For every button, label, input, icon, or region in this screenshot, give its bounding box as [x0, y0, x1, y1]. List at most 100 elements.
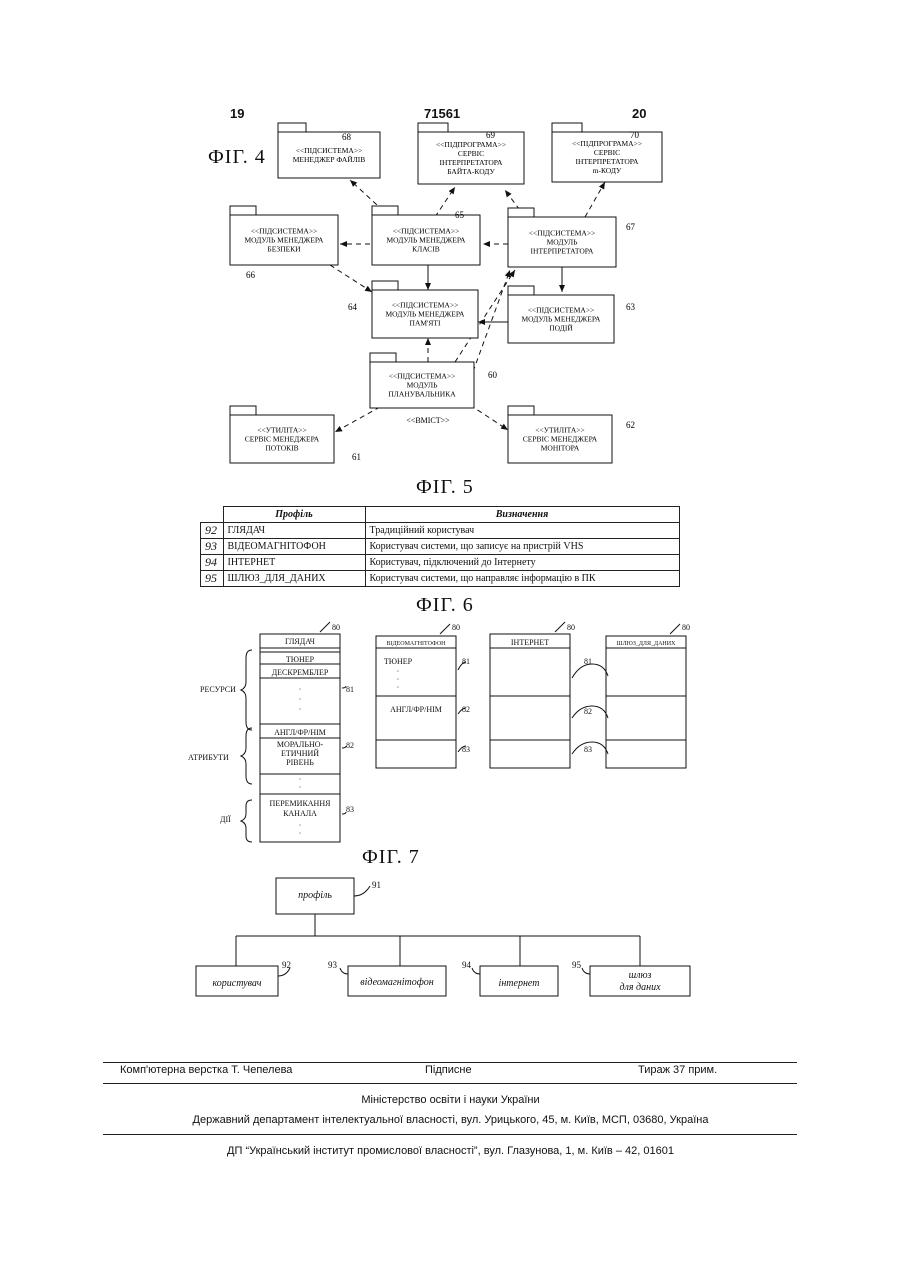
ref-83: 83 — [584, 745, 592, 754]
card1-res1: ТЮНЕР — [286, 655, 315, 664]
package-label-line: МОДУЛЬ МЕНЕДЖЕРА — [245, 236, 325, 245]
child-ref-93: 93 — [328, 960, 338, 970]
package-ref-number: 66 — [246, 270, 256, 280]
footer-rule-bottom — [103, 1134, 797, 1135]
ref-82: 82 — [584, 707, 592, 716]
ref-81: 81 — [462, 657, 470, 666]
package-label-line: СЕРВІС — [458, 149, 484, 158]
child-ref-94: 94 — [462, 960, 472, 970]
package-label-line: МОДУЛЬ — [547, 238, 578, 247]
package-tab — [552, 123, 582, 132]
fig4-diagram: <<ПІДСИСТЕМА>>МЕНЕДЖЕР ФАЙЛІВ68 <<ПІДПРОГ… — [0, 0, 901, 480]
card1-act1: ПЕРЕМИКАННЯ — [270, 799, 332, 808]
package-tab — [372, 206, 398, 215]
svg-text:·: · — [299, 685, 302, 694]
package-label-line: <<ПІДПРОГРАМА>> — [436, 140, 506, 149]
footer-department: Державний департамент інтелектуальної вл… — [0, 1114, 901, 1126]
svg-text:·: · — [397, 683, 400, 692]
fig6-diagram: РЕСУРСИ АТРИБУТИ ДІЇ ГЛЯДАЧ ТЮНЕР ДЕСКРЕ… — [180, 618, 720, 850]
fig4-package-70: <<ПІДПРОГРАМА>>СЕРВІСІНТЕРПРЕТАТОРАm-КОД… — [552, 123, 662, 182]
definition-header: Визначення — [365, 507, 679, 523]
card1-res2: ДЕСКРЕМБЛЕР — [272, 668, 329, 677]
row-definition: Користувач системи, що направляє інформа… — [365, 571, 679, 587]
card3-head: ІНТЕРНЕТ — [511, 638, 549, 647]
svg-text:·: · — [299, 705, 302, 714]
fig4-edge-label: <<ВМІСТ>> — [406, 416, 450, 425]
package-label-line: ІНТЕРПРЕТАТОРА — [440, 158, 503, 167]
package-label-line: СЕРВІС МЕНЕДЖЕРА — [245, 435, 320, 444]
package-label-line: <<ПІДСИСТЕМА>> — [389, 372, 456, 381]
fig4-package-64: <<ПІДСИСТЕМА>>МОДУЛЬ МЕНЕДЖЕРАПАМ'ЯТІ64 — [348, 281, 478, 338]
card2-res1: ТЮНЕР — [384, 657, 413, 666]
package-label-line: <<ПІДСИСТЕМА>> — [392, 301, 459, 310]
package-tab — [508, 286, 534, 295]
package-ref-number: 62 — [626, 420, 635, 430]
side-label-attributes: АТРИБУТИ — [188, 753, 229, 762]
child-label-vcr: відеомагнітофон — [360, 977, 433, 988]
ref-81: 81 — [584, 657, 592, 666]
package-tab — [230, 206, 256, 215]
child-label-gateway-2: для даних — [619, 982, 661, 993]
fig4-package-62: <<УТИЛІТА>>СЕРВІС МЕНЕДЖЕРАМОНІТОРА62 — [508, 406, 635, 463]
package-label-line: <<ПІДСИСТЕМА>> — [528, 306, 595, 315]
row-ref-number: 93 — [201, 539, 224, 555]
package-ref-number: 69 — [486, 130, 496, 140]
ref-83: 83 — [462, 745, 470, 754]
package-ref-number: 65 — [455, 210, 465, 220]
table-header-row: Профіль Визначення — [201, 507, 680, 523]
fig5-profile-table: Профіль Визначення 92 ГЛЯДАЧ Традиційний… — [200, 506, 680, 587]
svg-text:·: · — [299, 695, 302, 704]
package-label-line: <<ПІДПРОГРАМА>> — [572, 139, 642, 148]
package-tab — [370, 353, 396, 362]
package-ref-number: 64 — [348, 302, 358, 312]
fig4-package-63: <<ПІДСИСТЕМА>>МОДУЛЬ МЕНЕДЖЕРАПОДІЙ 63 — [508, 286, 636, 343]
package-label-line: СЕРВІС МЕНЕДЖЕРА — [523, 435, 598, 444]
ref-80: 80 — [452, 623, 460, 632]
package-label-line: МОДУЛЬ МЕНЕДЖЕРА — [522, 315, 602, 324]
package-label-line: СЕРВІС — [594, 148, 620, 157]
package-ref-number: 68 — [342, 132, 352, 142]
card1-act2: КАНАЛА — [283, 809, 317, 818]
package-label-line: ПАМ'ЯТІ — [410, 319, 441, 328]
child-label-internet: інтернет — [499, 978, 540, 989]
fig7-title: ФІГ. 7 — [362, 846, 420, 869]
child-ref-92: 92 — [282, 960, 291, 970]
package-tab — [508, 406, 534, 415]
footer-institute: ДП “Український інститут промислової вла… — [0, 1145, 901, 1157]
package-label-line: <<ПІДСИСТЕМА>> — [251, 227, 318, 236]
side-label-resources: РЕСУРСИ — [200, 685, 236, 694]
fig4-package-68: <<ПІДСИСТЕМА>>МЕНЕДЖЕР ФАЙЛІВ68 — [278, 123, 380, 178]
num-header — [201, 507, 224, 523]
package-ref-number: 63 — [626, 302, 636, 312]
package-label-line: <<ПІДСИСТЕМА>> — [296, 146, 363, 155]
package-label-line: ПОТОКІВ — [265, 444, 298, 453]
package-label-line: <<УТИЛІТА>> — [535, 426, 584, 435]
row-ref-number: 94 — [201, 555, 224, 571]
package-label-line: ПОДІЙ — [549, 324, 573, 333]
fig4-package-67: <<ПІДСИСТЕМА>>МОДУЛЬІНТЕРПРЕТАТОРА67 — [508, 208, 636, 267]
card1-attr4: РІВЕНЬ — [286, 758, 314, 767]
fig5-title: ФІГ. 5 — [416, 476, 474, 499]
package-tab — [372, 281, 398, 290]
package-ref-number: 67 — [626, 222, 636, 232]
card4-head: ШЛЮЗ_ДЛЯ_ДАНИХ — [617, 641, 677, 647]
footer-signed: Підписне — [425, 1064, 472, 1076]
fig4-package-66: <<ПІДСИСТЕМА>>МОДУЛЬ МЕНЕДЖЕРАБЕЗПЕКИ66 — [230, 206, 338, 280]
card1-attr2: МОРАЛЬНО- — [277, 740, 324, 749]
profile-header: Профіль — [223, 507, 365, 523]
ref-80: 80 — [682, 623, 690, 632]
ref-82: 82 — [462, 705, 470, 714]
ref-82: 82 — [346, 741, 354, 750]
package-label-line: МОДУЛЬ — [407, 381, 438, 390]
fig4-package-60: <<ПІДСИСТЕМА>>МОДУЛЬПЛАНУВАЛЬНИКА60 — [370, 353, 498, 408]
root-ref: 91 — [372, 880, 381, 890]
child-label-gateway-1: шлюз — [629, 970, 652, 981]
row-profile: ВІДЕОМАГНІТОФОН — [223, 539, 365, 555]
fig6-title: ФІГ. 6 — [416, 594, 474, 617]
ref-81: 81 — [346, 685, 354, 694]
fig4-package-65: <<ПІДСИСТЕМА>>МОДУЛЬ МЕНЕДЖЕРАКЛАСІВ65 — [372, 206, 480, 265]
package-label-line: m-КОДУ — [593, 166, 622, 175]
footer-rule-mid — [103, 1083, 797, 1084]
footer-ministry: Міністерство освіти і науки України — [0, 1094, 901, 1106]
package-tab — [278, 123, 306, 132]
